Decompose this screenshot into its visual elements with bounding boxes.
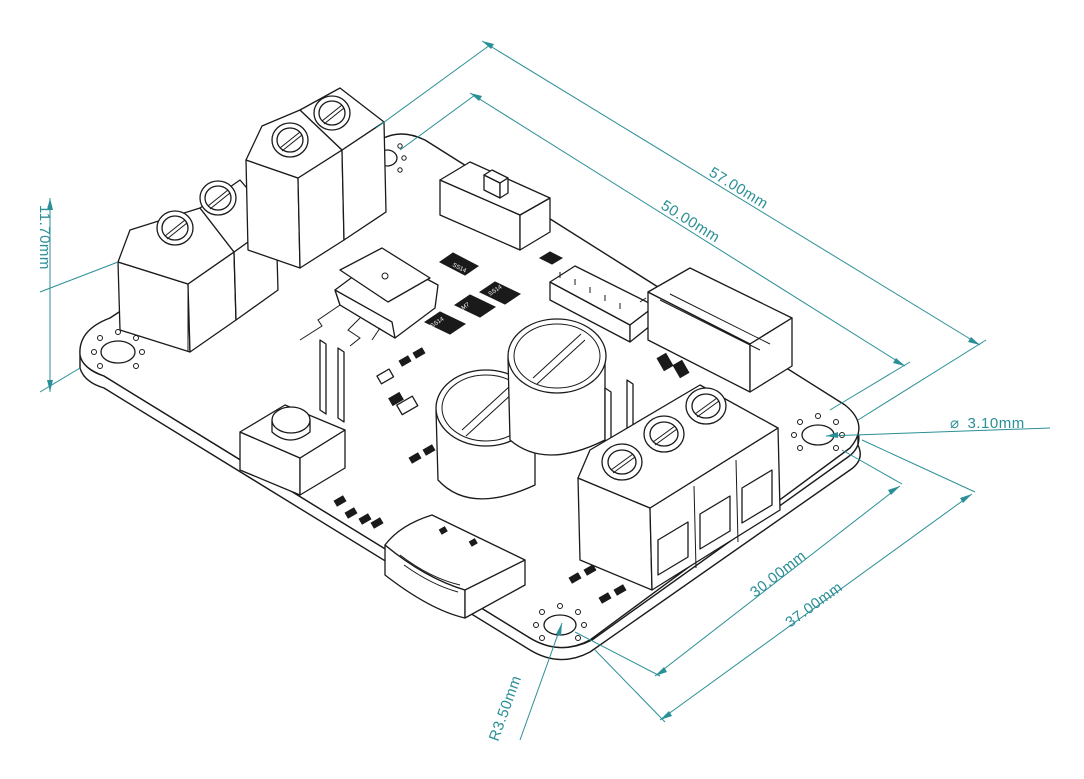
dim-label-height: 11.70mm — [36, 205, 53, 270]
chip-label-3: M7 — [461, 302, 472, 312]
dim-label-corner-radius: R3.50mm — [486, 673, 525, 743]
mounting-hole-left — [91, 329, 145, 369]
dimension-57mm — [375, 40, 987, 421]
dimension-30mm — [574, 449, 903, 677]
ic-chip — [549, 265, 656, 343]
pin-headers — [319, 339, 634, 445]
dim-label-overall-length: 57.00mm — [706, 164, 771, 213]
terminal-block-right — [577, 384, 781, 591]
dimension-11-70mm — [39, 198, 119, 393]
dim-label-hole-spacing-length: 50.00mm — [658, 197, 723, 246]
diameter-value: 3.10mm — [968, 415, 1025, 432]
diameter-symbol: ⌀ — [950, 415, 960, 432]
capacitor-right — [507, 318, 607, 456]
mounting-hole-bottom — [533, 603, 587, 641]
dim-label-overall-width: 37.00mm — [782, 579, 845, 631]
smd-components — [333, 347, 690, 604]
dim-label-hole-spacing-width: 30.00mm — [747, 547, 810, 601]
dimension-37mm — [594, 439, 976, 723]
terminal-block-top — [245, 87, 387, 269]
dimension-radius — [519, 622, 563, 741]
dim-label-hole-diameter: ⌀ 3.10mm — [950, 415, 1025, 432]
dimension-hole-diameter — [825, 427, 1051, 438]
voltage-regulator — [299, 247, 439, 347]
slide-switch — [439, 161, 551, 251]
usb-c-connector — [384, 514, 526, 619]
tactile-switch — [239, 404, 346, 496]
terminal-block-left — [117, 179, 279, 353]
smd-diodes: SS14 SS14 M7 SS14 — [423, 251, 564, 335]
header-connector — [647, 267, 793, 393]
dimension-50mm — [399, 92, 911, 411]
